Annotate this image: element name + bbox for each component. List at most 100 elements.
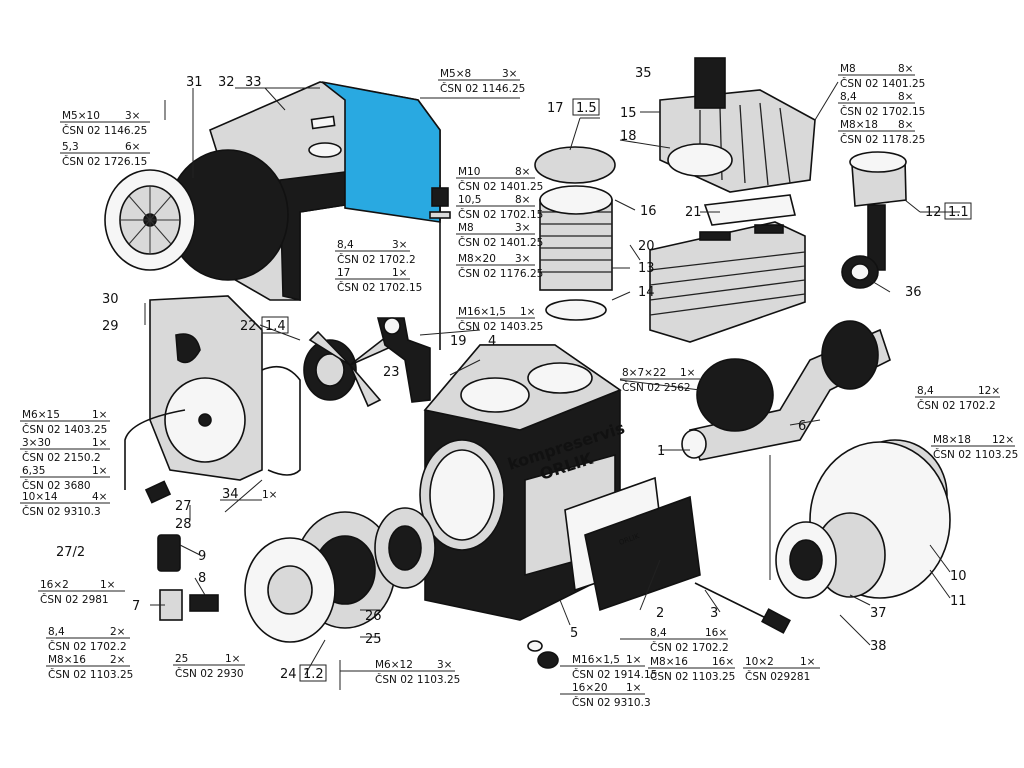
v-belt-part[interactable] <box>261 365 301 476</box>
spec-1014-norm: ČSN 02 9310.3 <box>22 505 101 518</box>
spec-17-qty: 1× <box>392 267 407 279</box>
spec-8722-qty: 1× <box>680 367 695 379</box>
spec-m6x12-qty: 3× <box>437 659 452 671</box>
callout-17-box <box>572 98 600 116</box>
dipstick-part[interactable] <box>694 582 791 634</box>
piston-rod-part[interactable] <box>841 151 907 289</box>
spec-m5x8-norm: ČSN 02 1146.25 <box>440 82 525 95</box>
callout-26: 26 <box>365 609 382 624</box>
inspection-cover-part[interactable]: ORLIK <box>564 476 701 612</box>
callout-1: 1 <box>657 444 665 459</box>
spec-330-qty: 1× <box>92 437 107 449</box>
callout-12b: 1.1 <box>948 205 969 220</box>
spec-m16a: M16×1,5 <box>458 306 506 318</box>
spec-84e-norm: ČSN 02 1702.2 <box>650 641 729 654</box>
spec-m8x16b-qty: 16× <box>712 656 734 668</box>
spec-m5x10: M5×10 <box>62 110 100 122</box>
spec-84d-norm: ČSN 02 1702.2 <box>48 640 127 653</box>
spec-m5x8: M5×8 <box>440 68 471 80</box>
fan-wheel-part[interactable] <box>104 149 289 281</box>
spec-84c: 8,4 <box>917 385 934 397</box>
spec-162-norm: ČSN 02 2981 <box>40 593 109 606</box>
head-gasket-part[interactable] <box>703 194 796 226</box>
callout-38: 38 <box>870 639 887 654</box>
callout-9: 9 <box>198 549 206 564</box>
callout-34: 34 <box>222 487 239 502</box>
spec-84a: 8,4 <box>840 91 857 103</box>
spec-17-norm: ČSN 02 1702.15 <box>337 281 422 294</box>
callout-27: 27 <box>175 499 192 514</box>
spec-53: 5,3 <box>62 141 79 153</box>
callout-8: 8 <box>198 571 206 586</box>
spec-m8x18b: M8×18 <box>933 434 971 446</box>
spec-m6x15-qty: 1× <box>92 409 107 421</box>
nut-part[interactable] <box>431 187 449 207</box>
callout-32: 32 <box>218 75 235 90</box>
spec-635-norm: ČSN 02 3680 <box>22 479 91 492</box>
belt-guard-part[interactable] <box>149 295 263 481</box>
spec-m8x20-norm: ČSN 02 1176.25 <box>458 267 543 280</box>
spec-105: 10,5 <box>458 194 481 206</box>
callout-24-box <box>299 664 327 682</box>
spec-25-qty: 1× <box>225 653 240 665</box>
callout-7: 7 <box>132 599 140 614</box>
spec-m10: M10 <box>458 166 480 178</box>
callout-12: 12 <box>925 205 942 220</box>
spec-84c-norm: ČSN 02 1702.2 <box>917 399 996 412</box>
rear-bearing-cover-part[interactable] <box>775 439 951 599</box>
spec-53-norm: ČSN 02 1726.15 <box>62 155 147 168</box>
callout-15: 15 <box>620 106 637 121</box>
callout-19: 19 <box>450 334 467 349</box>
spec-330-norm: ČSN 02 2150.2 <box>22 451 101 464</box>
spec-635: 6,35 <box>22 465 45 477</box>
spec-162: 16×2 <box>40 579 69 591</box>
spec-m5x10-qty: 3× <box>125 110 140 122</box>
oil-filler-part[interactable] <box>157 534 219 621</box>
spec-m8b-qty: 3× <box>515 222 530 234</box>
spec-m8x18a-qty: 8× <box>898 119 913 131</box>
spec-8722: 8×7×22 <box>622 367 666 379</box>
spec-m5x10-norm: ČSN 02 1146.25 <box>62 124 147 137</box>
spec-8722-norm: ČSN 02 2562 <box>622 381 691 394</box>
oil-pipe-part[interactable] <box>124 409 186 490</box>
spec-84b: 8,4 <box>337 239 354 251</box>
spec-m16b: M16×1,5 <box>572 654 620 666</box>
spec-m6x15-norm: ČSN 02 1403.25 <box>22 423 107 436</box>
spec-330: 3×30 <box>22 437 51 449</box>
callout-37: 37 <box>870 606 887 621</box>
callout-17b: 1.5 <box>576 101 597 116</box>
callout-22b: 1.4 <box>265 319 286 334</box>
bearing-housing-part[interactable] <box>244 507 436 643</box>
spec-m16a-qty: 1× <box>520 306 535 318</box>
spec-m10-norm: ČSN 02 1401.25 <box>458 180 543 193</box>
spec-m8b: M8 <box>458 222 474 234</box>
callout-22-box <box>261 316 289 334</box>
spec-105-norm: ČSN 02 1702.15 <box>458 208 543 221</box>
spec-1014-qty: 4× <box>92 491 107 503</box>
spec-102-qty: 1× <box>800 656 815 668</box>
pulley-part[interactable] <box>303 339 357 401</box>
drain-plug-part[interactable] <box>527 640 559 669</box>
spec-105-qty: 8× <box>515 194 530 206</box>
callout-23: 23 <box>383 365 400 380</box>
spec-84b-qty: 3× <box>392 239 407 251</box>
spec-84d-qty: 2× <box>110 626 125 638</box>
spec-84c-qty: 12× <box>978 385 1000 397</box>
cylinder-part[interactable] <box>534 146 616 321</box>
washer-part[interactable] <box>429 211 451 219</box>
callout-30: 30 <box>102 292 119 307</box>
callout-33: 33 <box>245 75 262 90</box>
fitting-part[interactable] <box>144 480 172 504</box>
lever-part[interactable] <box>376 317 431 403</box>
cylinder-block-part[interactable] <box>649 221 806 343</box>
highlighted-cowl-panel[interactable] <box>321 81 441 223</box>
spec-m8a-qty: 8× <box>898 63 913 75</box>
spec-m8x18a-norm: ČSN 02 1178.25 <box>840 133 925 146</box>
callout-20: 20 <box>638 239 655 254</box>
cylinder-head-part[interactable] <box>659 57 816 193</box>
spec-1620: 16×20 <box>572 682 608 694</box>
callout-10: 10 <box>950 569 967 584</box>
crankshaft-part[interactable] <box>681 320 891 461</box>
spec-labels: M5×10 3× ČSN 02 1146.25 5,3 6× ČSN 02 17… <box>20 63 1018 709</box>
